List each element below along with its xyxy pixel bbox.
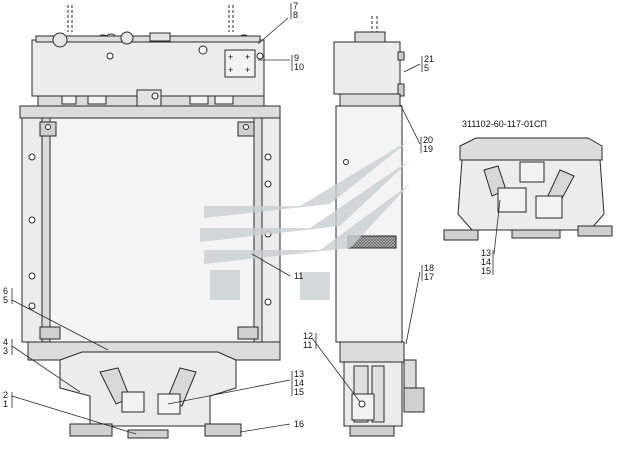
callout-bars — [11, 3, 494, 408]
callout-8-bottom: 8 — [293, 10, 298, 20]
watermark-logo — [200, 140, 410, 300]
svg-text:+: + — [245, 52, 250, 62]
leader-lines — [11, 17, 501, 435]
callout-13-detail: 13 — [481, 248, 491, 258]
callout-11: 11 — [294, 271, 303, 281]
callout-16: 16 — [294, 419, 304, 429]
svg-text:+: + — [245, 65, 250, 75]
callout-10-bottom: 10 — [294, 62, 304, 72]
callout-21-top: 21 — [424, 54, 434, 64]
callout-7-top: 7 — [293, 1, 298, 11]
callout-17-bottom: 17 — [424, 272, 434, 282]
callout-15-detail: 15 — [481, 266, 491, 276]
front-view: + + + + — [19, 5, 281, 439]
callout-1-bottom: 1 — [3, 399, 8, 409]
callout-3-bottom: 3 — [3, 346, 8, 356]
callout-14-detail: 14 — [481, 257, 491, 267]
callouts: 7 8 9 10 21 5 20 19 11 18 17 12 11 6 5 4… — [3, 1, 491, 429]
detail-view — [443, 137, 613, 241]
svg-text:+: + — [228, 52, 233, 62]
callout-5-bottom-left: 5 — [3, 295, 8, 305]
callout-5-bottom: 5 — [424, 63, 429, 73]
side-view — [333, 16, 425, 437]
callout-9-top: 9 — [294, 53, 299, 63]
callout-15-front: 15 — [294, 387, 304, 397]
callout-2-top: 2 — [3, 390, 8, 400]
callout-4-top: 4 — [3, 337, 8, 347]
variant-code: 311102-60-117-01СП — [462, 119, 547, 129]
callout-18-top: 18 — [424, 263, 434, 273]
callout-11-bottom: 11 — [303, 340, 312, 350]
svg-text:+: + — [228, 65, 233, 75]
nameplate — [224, 49, 256, 78]
callout-14-front: 14 — [294, 378, 304, 388]
callout-13-front: 13 — [294, 369, 304, 379]
callout-19-bottom: 19 — [423, 144, 433, 154]
callout-20-top: 20 — [423, 135, 433, 145]
callout-6-top: 6 — [3, 286, 8, 296]
callout-12-top: 12 — [303, 331, 313, 341]
